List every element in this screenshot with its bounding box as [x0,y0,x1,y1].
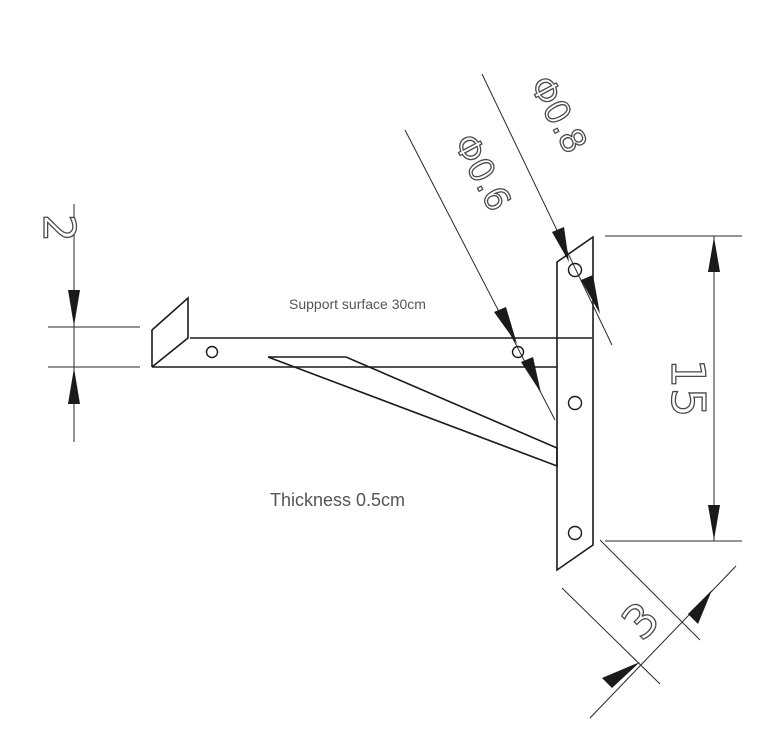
dimension-width-value: 3 [611,591,670,650]
support-surface-label: Support surface 30cm [289,296,426,312]
thickness-label: Thickness 0.5cm [270,490,405,510]
arrow-icon [581,275,600,314]
arrow-icon [521,357,541,393]
arrow-down-icon [708,505,720,540]
arrow-icon [552,227,569,262]
bracket [151,235,594,572]
diagonal-brace [267,356,558,468]
plate-hole-middle [567,395,583,411]
plate-hole-top [567,262,583,278]
wall-plate [556,235,594,572]
plate-hole-bottom [567,525,583,541]
dimension-hole-large-value: Φ0.8 [521,70,594,160]
arrow-icon [602,662,640,688]
arrow-down-icon [68,290,80,326]
dimension-top-flange: 2 [32,204,140,442]
dimension-width: 3 [561,539,737,719]
dimension-height-value: 15 [661,359,715,418]
dimension-height: 15 [605,235,742,542]
arrow-up-icon [68,368,80,404]
arrow-up-icon [708,237,720,272]
dimension-hole-small: Φ0.6 [404,127,556,421]
arrow-icon [494,307,517,344]
arm-hole-left [205,345,219,359]
end-lip [151,296,189,368]
dimension-hole-small-value: Φ0.6 [445,128,518,218]
dimension-top-flange-value: 2 [33,214,84,242]
arrow-icon [688,590,712,624]
